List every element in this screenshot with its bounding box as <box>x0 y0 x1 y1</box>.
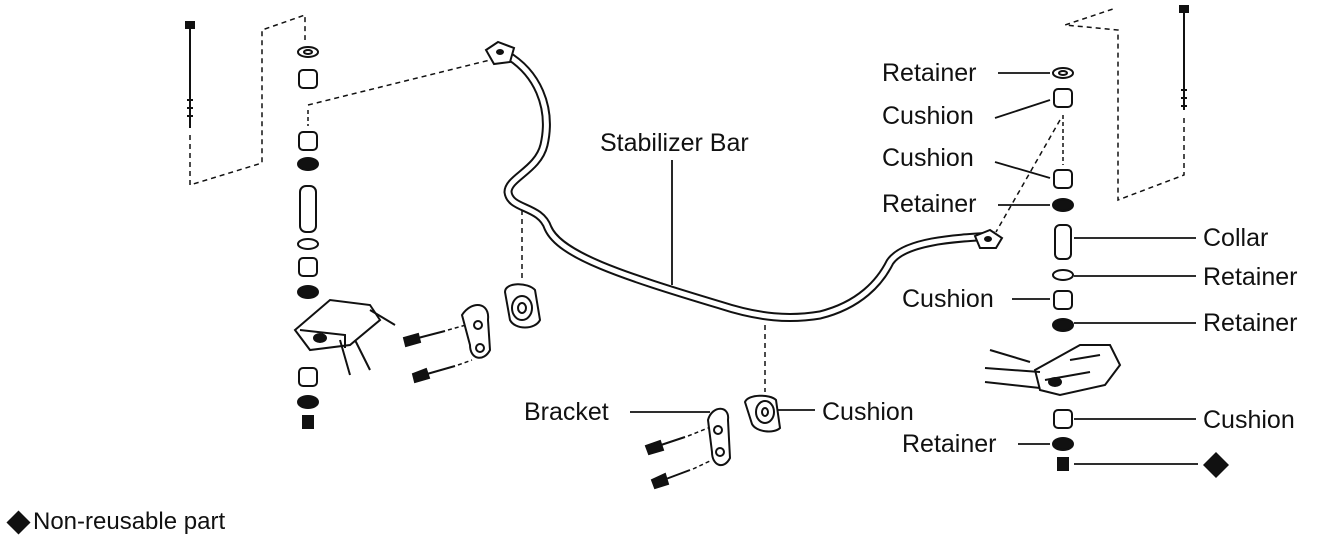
right-link-stack <box>1053 68 1073 470</box>
center-bracket-bolts <box>646 428 712 488</box>
label-right-cushion-1: Cushion <box>882 102 974 130</box>
left-lower-arm <box>295 300 395 375</box>
label-right-retainer-2: Retainer <box>882 190 977 218</box>
center-cushion <box>745 396 780 432</box>
legend: Non-reusable part <box>6 508 226 536</box>
label-right-retainer-5: Retainer <box>902 430 997 458</box>
right-dashed-link <box>1065 8 1184 200</box>
label-right-retainer-3: Retainer <box>1203 263 1298 291</box>
label-right-retainer-1: Retainer <box>882 59 977 87</box>
left-cushion <box>505 284 540 327</box>
label-right-retainer-4: Retainer <box>1203 309 1298 337</box>
legend-text: Non-reusable part <box>33 508 226 535</box>
label-right-cushion-2: Cushion <box>882 144 974 172</box>
diamond-icon <box>1203 452 1229 478</box>
label-bracket: Bracket <box>524 398 609 426</box>
stabilizer-bar <box>486 42 1002 318</box>
left-dashed-link <box>190 15 305 185</box>
label-cushion-center: Cushion <box>822 398 914 426</box>
center-bracket <box>708 409 730 465</box>
right-lower-arm <box>985 345 1120 395</box>
label-stabilizer-bar: Stabilizer Bar <box>600 129 749 157</box>
left-bracket <box>462 305 490 358</box>
label-right-cushion-4: Cushion <box>1203 406 1295 434</box>
right-link-bolt <box>1180 6 1188 110</box>
label-collar: Collar <box>1203 224 1269 252</box>
left-link-stack <box>298 47 318 428</box>
left-bracket-bolts <box>404 325 472 382</box>
left-link-bolt <box>186 22 194 128</box>
diamond-icon <box>6 509 31 535</box>
leader-lines <box>630 73 1198 464</box>
label-right-cushion-3: Cushion <box>902 285 994 313</box>
